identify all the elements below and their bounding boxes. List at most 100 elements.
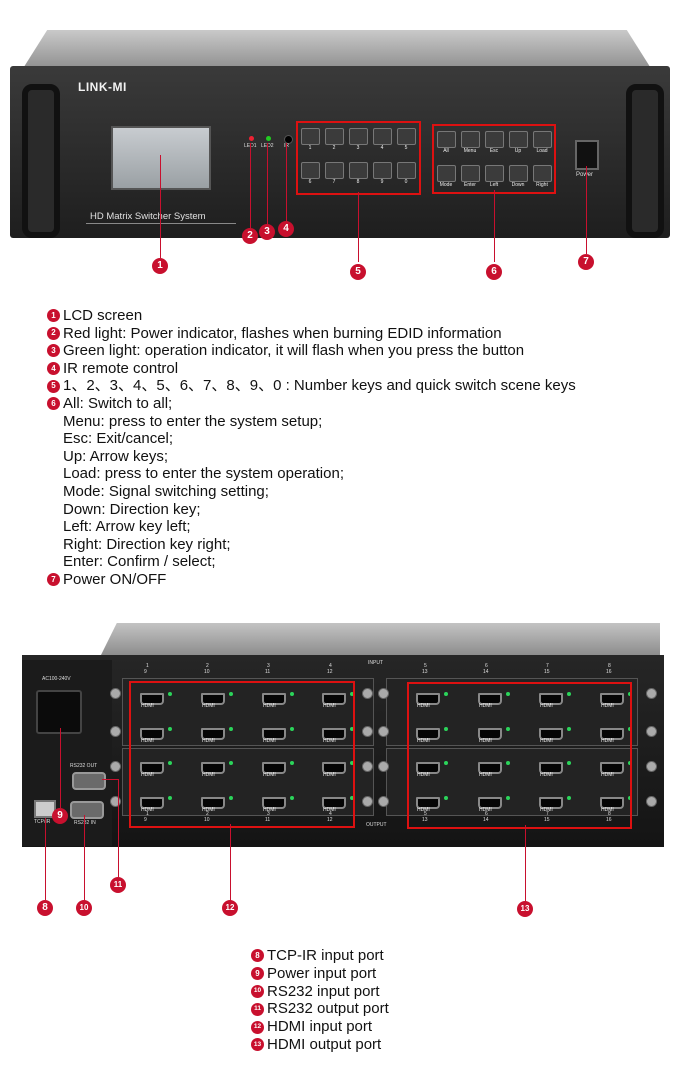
callout-9-leader [60, 728, 61, 808]
callout-4-leader [286, 143, 287, 223]
hdmi-input-port [140, 797, 164, 809]
output-number-label: 2 [206, 811, 209, 817]
number-key-label: 7 [332, 179, 336, 185]
description-number-badge: 13 [251, 1038, 264, 1052]
function-key[interactable] [461, 131, 480, 148]
mounting-screw [362, 761, 373, 772]
front-description-item: Enter: Confirm / select; [47, 553, 677, 571]
description-number-badge: 8 [251, 949, 264, 963]
status-led [229, 761, 233, 765]
number-key[interactable] [301, 162, 320, 179]
hdmi-port-label: HDMI [540, 807, 553, 813]
hdmi-output-port [478, 693, 502, 705]
hdmi-input-port [322, 693, 346, 705]
hdmi-port-label: HDMI [479, 738, 492, 744]
hdmi-input-port [140, 728, 164, 740]
function-key[interactable] [533, 131, 552, 148]
rs232-input-port [70, 801, 104, 819]
function-key-label: All [443, 148, 449, 154]
number-key[interactable] [397, 162, 416, 179]
description-text: Right: Direction key right; [63, 535, 231, 553]
status-led [444, 727, 448, 731]
status-led [229, 727, 233, 731]
function-key[interactable] [485, 131, 504, 148]
number-key[interactable] [373, 162, 392, 179]
callout-4-badge: 4 [278, 221, 294, 237]
number-key-label: 2 [332, 145, 336, 151]
number-key[interactable] [349, 128, 368, 145]
input-number-label: 16 [606, 669, 612, 675]
callout-7-badge: 7 [578, 254, 594, 270]
callout-11-leader-h [102, 779, 118, 780]
status-led [444, 796, 448, 800]
mounting-screw [378, 761, 389, 772]
status-led [229, 692, 233, 696]
input-number-label: 9 [144, 669, 147, 675]
description-text: LCD screen [63, 307, 143, 324]
right-rack-handle [626, 84, 664, 238]
number-key[interactable] [325, 128, 344, 145]
function-key[interactable] [437, 165, 456, 182]
number-key[interactable] [325, 162, 344, 179]
led2-green-light [266, 136, 271, 141]
callout-9-badge: 9 [52, 808, 68, 824]
hdmi-port-label: HDMI [202, 738, 215, 744]
hdmi-input-highlight [129, 681, 355, 828]
status-led [168, 761, 172, 765]
number-key[interactable] [397, 128, 416, 145]
function-key[interactable] [437, 131, 456, 148]
description-text: Power input port [267, 964, 377, 982]
mounting-screw [110, 761, 121, 772]
number-key-label: 0 [404, 179, 408, 185]
hdmi-output-port [416, 693, 440, 705]
callout-10-badge: 10 [76, 900, 92, 916]
number-key[interactable] [373, 128, 392, 145]
rs232-out-label: RS232 OUT [70, 763, 98, 769]
mounting-screw [110, 796, 121, 807]
callout-5-badge: 5 [350, 264, 366, 280]
input-number-label: 14 [483, 669, 489, 675]
number-key[interactable] [349, 162, 368, 179]
function-key-label: Menu [463, 148, 477, 154]
status-led [506, 727, 510, 731]
function-key[interactable] [485, 165, 504, 182]
front-description-item: Esc: Exit/cancel; [47, 430, 677, 448]
hdmi-port-label: HDMI [479, 807, 492, 813]
callout-12-badge: 12 [222, 900, 238, 916]
front-chassis-top [22, 30, 652, 70]
number-key[interactable] [301, 128, 320, 145]
function-key[interactable] [533, 165, 552, 182]
hdmi-port-label: HDMI [323, 703, 336, 709]
output-number-label: 4 [329, 811, 332, 817]
status-led [168, 692, 172, 696]
function-key[interactable] [509, 131, 528, 148]
output-number-label: 3 [267, 811, 270, 817]
callout-3-badge: 3 [259, 224, 275, 240]
status-led [506, 692, 510, 696]
description-text: Mode: Signal switching setting; [63, 482, 269, 500]
hdmi-output-port [539, 762, 563, 774]
description-text: RS232 output port [267, 1000, 389, 1018]
function-key-label: Up [514, 148, 522, 154]
function-key-label: Right [536, 182, 548, 188]
number-key-label: 4 [380, 145, 384, 151]
number-key-label: 3 [356, 145, 360, 151]
description-text: 1、2、3、4、5、6、7、8、9、0 : Number keys and qu… [63, 377, 576, 395]
hdmi-input-port [140, 762, 164, 774]
function-key[interactable] [509, 165, 528, 182]
mounting-screw [362, 796, 373, 807]
callout-7-leader [586, 166, 587, 254]
function-key-label: Esc [489, 148, 499, 154]
status-led [350, 761, 354, 765]
mounting-screw [110, 726, 121, 737]
callout-1-leader [160, 155, 161, 258]
hdmi-port-label: HDMI [417, 772, 430, 778]
input-number-label: 6 [485, 663, 488, 669]
function-key[interactable] [461, 165, 480, 182]
hdmi-port-label: HDMI [202, 703, 215, 709]
description-number-badge: 4 [47, 362, 60, 376]
power-switch[interactable] [575, 140, 599, 170]
callout-5-leader [358, 192, 359, 262]
description-number-badge: 1 [47, 309, 60, 323]
